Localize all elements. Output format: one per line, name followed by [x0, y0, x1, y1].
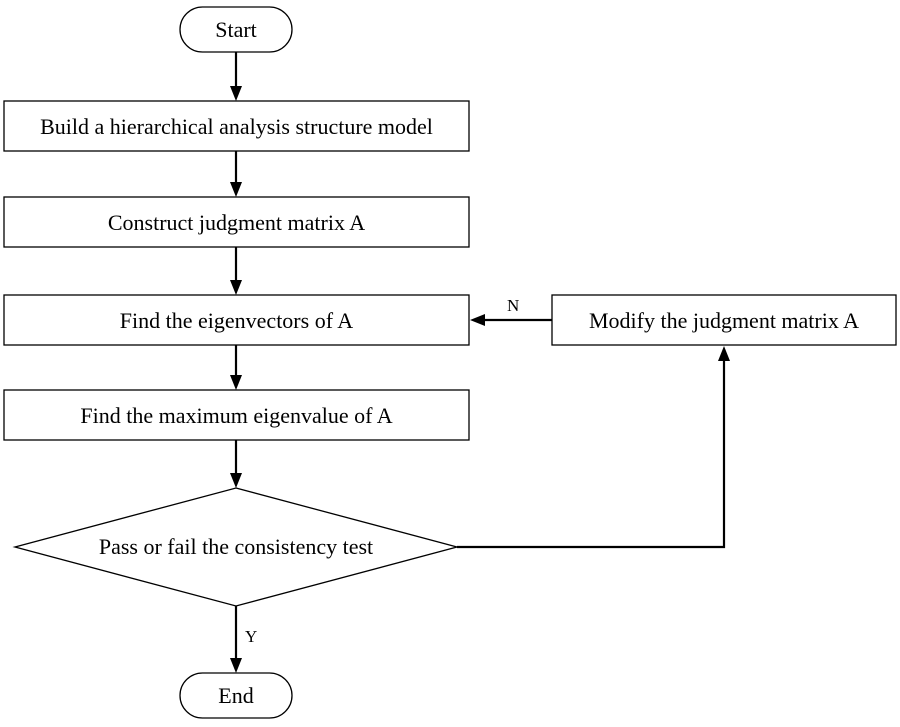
build-model-label: Build a hierarchical analysis structure … — [40, 114, 433, 139]
start-label: Start — [215, 17, 257, 42]
find-max-eigenvalue-step: Find the maximum eigenvalue of A — [3, 389, 470, 441]
connector-build-to-construct — [230, 151, 242, 197]
start-terminal: Start — [179, 6, 293, 53]
connector-modify-to-eigenvectors — [470, 314, 552, 326]
consistency-test-label: Pass or fail the consistency test — [99, 534, 373, 559]
end-label: End — [218, 683, 253, 708]
find-max-eigenvalue-label: Find the maximum eigenvalue of A — [80, 403, 392, 428]
no-edge-label: N — [507, 296, 519, 315]
connector-construct-to-eigenvectors — [230, 247, 242, 295]
connector-test-to-end — [230, 606, 242, 673]
connector-test-to-modify — [457, 346, 730, 549]
construct-matrix-label: Construct judgment matrix A — [108, 210, 365, 235]
build-model-step: Build a hierarchical analysis structure … — [3, 100, 470, 152]
modify-matrix-label: Modify the judgment matrix A — [589, 308, 859, 333]
connector-eigenvectors-to-eigenvalue — [230, 345, 242, 390]
connector-eigenvalue-to-test — [230, 440, 242, 488]
consistency-test-decision: Pass or fail the consistency test — [12, 487, 460, 607]
end-terminal: End — [179, 672, 293, 719]
find-eigenvectors-step: Find the eigenvectors of A — [3, 294, 470, 346]
modify-matrix-step: Modify the judgment matrix A — [551, 294, 897, 346]
find-eigenvectors-label: Find the eigenvectors of A — [120, 308, 354, 333]
yes-edge-label: Y — [245, 627, 257, 646]
construct-matrix-step: Construct judgment matrix A — [3, 196, 470, 248]
connector-start-to-build — [230, 52, 242, 101]
